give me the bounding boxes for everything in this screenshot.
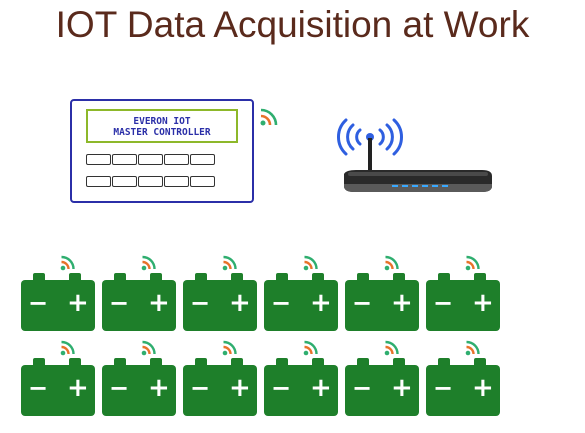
controller-label-line1: EVERON IOT — [133, 116, 191, 127]
battery-plus-symbol: + — [310, 288, 332, 318]
controller-screen: EVERON IOT MASTER CONTROLLER — [86, 109, 238, 143]
battery-plus-symbol: + — [67, 373, 89, 403]
battery-minus-symbol: − — [28, 289, 49, 317]
master-controller: EVERON IOT MASTER CONTROLLER — [70, 99, 254, 203]
battery-plus-symbol: + — [229, 288, 251, 318]
battery-minus-symbol: − — [352, 374, 373, 402]
keypad-key — [190, 176, 215, 187]
battery-icon: −+ — [20, 340, 96, 416]
battery-icon: −+ — [263, 255, 339, 331]
battery-minus-symbol: − — [433, 289, 454, 317]
keypad-key — [164, 154, 189, 165]
battery-icon: −+ — [20, 255, 96, 331]
battery-icon: −+ — [425, 255, 501, 331]
battery-minus-symbol: − — [271, 289, 292, 317]
battery-minus-symbol: − — [109, 374, 130, 402]
battery-minus-symbol: − — [109, 289, 130, 317]
battery-plus-symbol: + — [229, 373, 251, 403]
battery-minus-symbol: − — [433, 374, 454, 402]
keypad-key — [86, 176, 111, 187]
keypad-key — [138, 176, 163, 187]
keypad-key — [86, 154, 111, 165]
controller-label-line2: MASTER CONTROLLER — [113, 127, 211, 138]
battery-plus-symbol: + — [472, 288, 494, 318]
battery-plus-symbol: + — [391, 288, 413, 318]
battery-icon: −+ — [263, 340, 339, 416]
controller-keypad — [86, 154, 246, 198]
battery-plus-symbol: + — [67, 288, 89, 318]
battery-minus-symbol: − — [352, 289, 373, 317]
battery-minus-symbol: − — [28, 374, 49, 402]
keypad-key — [164, 176, 189, 187]
keypad-key — [138, 154, 163, 165]
battery-plus-symbol: + — [472, 373, 494, 403]
battery-plus-symbol: + — [391, 373, 413, 403]
battery-plus-symbol: + — [148, 288, 170, 318]
battery-icon: −+ — [344, 255, 420, 331]
battery-icon: −+ — [182, 340, 258, 416]
battery-icon: −+ — [182, 255, 258, 331]
battery-minus-symbol: − — [190, 289, 211, 317]
battery-minus-symbol: − — [271, 374, 292, 402]
keypad-key — [190, 154, 215, 165]
router-icon — [336, 118, 492, 192]
battery-icon: −+ — [344, 340, 420, 416]
battery-plus-symbol: + — [310, 373, 332, 403]
battery-icon: −+ — [101, 255, 177, 331]
keypad-key — [112, 154, 137, 165]
battery-icon: −+ — [425, 340, 501, 416]
battery-plus-symbol: + — [148, 373, 170, 403]
battery-icon: −+ — [101, 340, 177, 416]
battery-minus-symbol: − — [190, 374, 211, 402]
keypad-key — [112, 176, 137, 187]
wifi-icon — [260, 108, 278, 126]
page-title: IOT Data Acquisition at Work — [55, 4, 530, 45]
